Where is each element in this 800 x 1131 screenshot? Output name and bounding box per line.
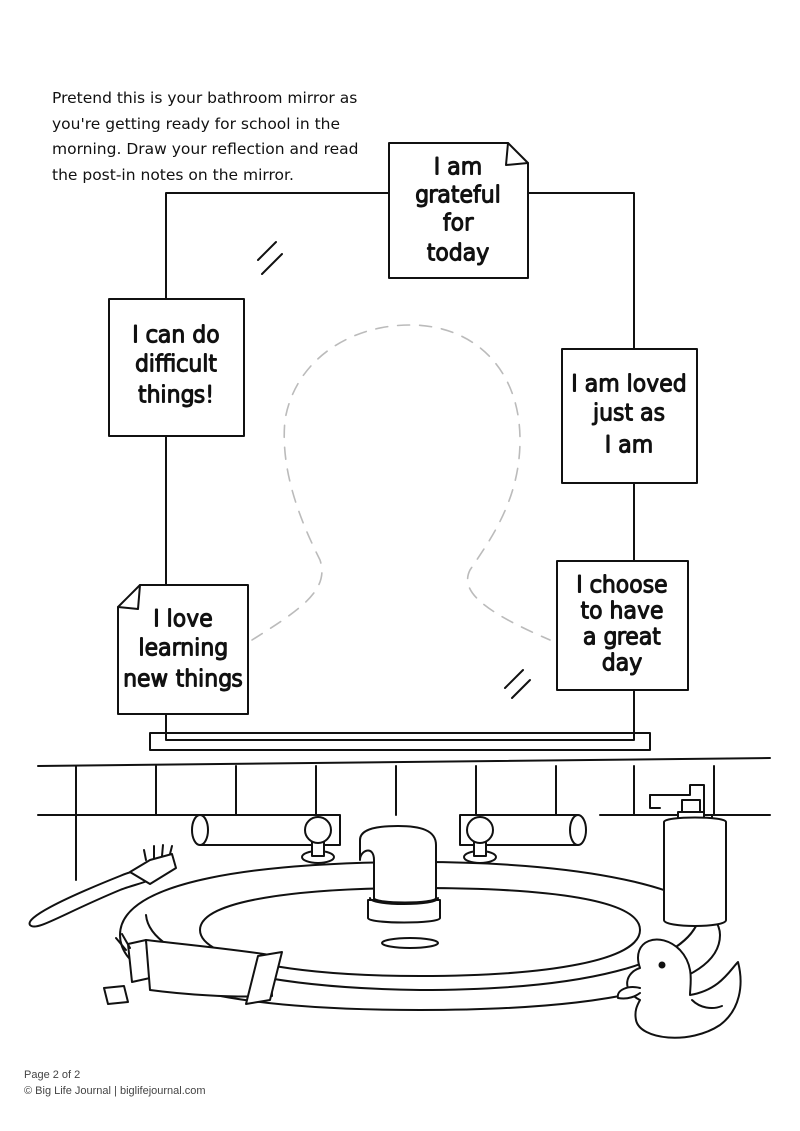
note-learning-line-1: I love (153, 607, 213, 632)
rubber-duck (616, 938, 742, 1039)
note-choose-line-4: day (602, 651, 642, 676)
left-tap (301, 816, 335, 864)
note-learning-line-3: new things (123, 667, 243, 692)
note-loved: I am loved just as I am (561, 348, 698, 484)
note-grateful: I am grateful for today (388, 142, 529, 279)
footer-page-number: Page 2 of 2 (24, 1069, 81, 1081)
note-difficult: I can do difficult things! (108, 298, 245, 437)
mirror-shine-bottom (504, 669, 531, 699)
note-loved-line-2: just as (592, 401, 665, 426)
note-difficult-line-1: I can do (132, 323, 219, 348)
note-learning-line-2: learning (139, 636, 228, 661)
note-difficult-line-3: things! (138, 383, 214, 408)
note-grateful-line-2: grateful (415, 183, 501, 208)
tile-backsplash (37, 757, 771, 901)
soap-dispenser (649, 784, 727, 927)
note-choose-line-1: I choose (576, 573, 667, 598)
mirror-shine-top (257, 241, 283, 275)
toothbrush (28, 844, 177, 928)
note-grateful-line-1: I am (434, 155, 482, 180)
note-choose-line-2: to have (580, 599, 663, 624)
toothpaste-tube (115, 933, 283, 1005)
note-choose: I choose to have a great day (556, 560, 689, 691)
right-tap (463, 816, 497, 864)
faucet (359, 825, 441, 924)
reflection-outline (251, 324, 551, 641)
note-grateful-line-3: for (443, 211, 474, 236)
mirror-shelf (149, 732, 651, 751)
note-learning: I love learning new things (117, 584, 249, 715)
note-grateful-line-4: today (427, 241, 490, 266)
instructions-text: Pretend this is your bathroom mirror as … (52, 89, 359, 184)
toothpaste-cap (103, 985, 129, 1005)
footer-copyright: © Big Life Journal | biglifejournal.com (24, 1085, 206, 1097)
note-loved-line-1: I am loved (571, 372, 686, 397)
note-difficult-line-2: difficult (135, 352, 217, 377)
note-choose-line-3: a great (583, 625, 661, 650)
note-loved-line-3: I am (605, 433, 653, 458)
